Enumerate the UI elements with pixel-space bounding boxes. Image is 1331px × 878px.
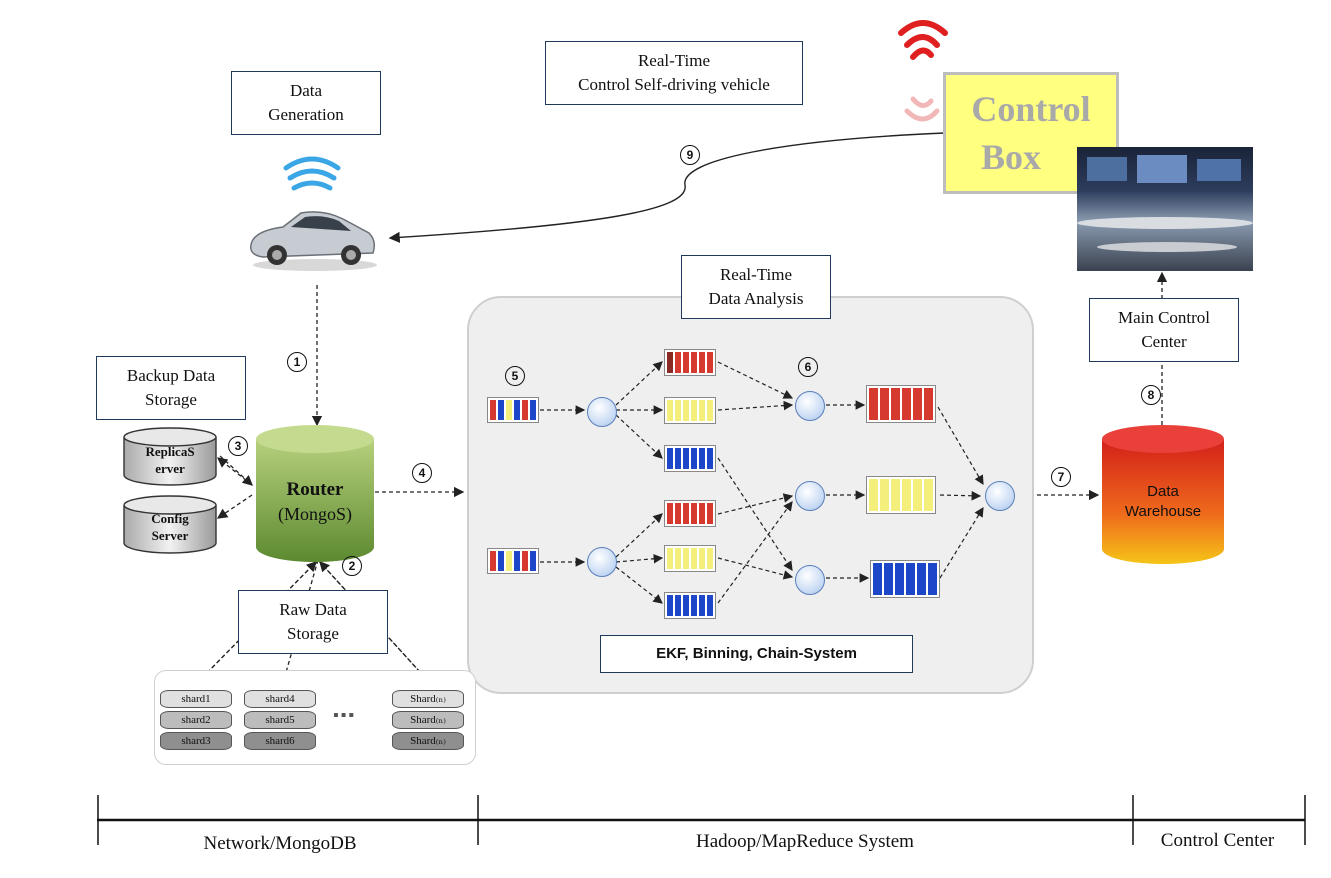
shard-disk: Shard₍ₙ₎	[392, 690, 464, 708]
shard-disk: shard1	[160, 690, 232, 708]
shard-disk: Shard₍ₙ₎	[392, 711, 464, 729]
step-2: 2	[342, 556, 362, 576]
shard-disk: shard6	[244, 732, 316, 750]
step-6: 6	[798, 357, 818, 377]
config-server-cylinder	[123, 495, 217, 554]
data-warehouse-cylinder	[1102, 425, 1224, 564]
step-1: 1	[287, 352, 307, 372]
ekf-box: EKF, Binning, Chain-System	[600, 635, 913, 673]
node-mid-2	[795, 481, 825, 511]
shard-disk: shard2	[160, 711, 232, 729]
control-room-image	[1077, 147, 1253, 271]
backup-storage-box: Backup Data Storage	[96, 356, 246, 420]
shard-disk: shard3	[160, 732, 232, 750]
shard-ellipsis: ▪▪▪	[333, 707, 357, 724]
analysis-panel	[467, 296, 1034, 694]
router-cylinder	[256, 425, 374, 562]
arrow-control-car	[388, 132, 946, 243]
queue-blue-2	[664, 592, 716, 619]
step-5: 5	[505, 366, 525, 386]
input-queue-2	[487, 548, 539, 574]
output-queue-red	[866, 385, 936, 423]
output-queue-blue	[870, 560, 940, 598]
node-input-2	[587, 547, 617, 577]
realtime-analysis-box: Real-Time Data Analysis	[681, 255, 831, 319]
config-server-label: Config Server	[151, 511, 189, 543]
data-warehouse-label: Data Warehouse	[1124, 483, 1202, 520]
shard-disk: Shard₍ₙ₎	[392, 732, 464, 750]
section-control-center: Control Center	[1160, 830, 1275, 851]
replica-server-cylinder	[123, 427, 217, 486]
main-control-box: Main Control Center	[1089, 298, 1239, 362]
queue-red-1	[664, 349, 716, 376]
raw-storage-box: Raw Data Storage	[238, 590, 388, 654]
output-queue-yellow	[866, 476, 936, 514]
queue-yellow-2	[664, 545, 716, 572]
wifi-icon	[283, 156, 341, 191]
node-mid-3	[795, 565, 825, 595]
node-input-1	[587, 397, 617, 427]
arrow-shardn-router	[319, 561, 431, 684]
step-4: 4	[412, 463, 432, 483]
queue-red-2	[664, 500, 716, 527]
queue-yellow-1	[664, 397, 716, 424]
input-queue-1	[487, 397, 539, 423]
section-network: Network/MongoDB	[203, 833, 357, 854]
data-generation-box: Data Generation	[231, 71, 381, 135]
shard-disk: shard4	[244, 690, 316, 708]
node-mid-1	[795, 391, 825, 421]
arrow-replica-router	[219, 455, 253, 486]
step-7: 7	[1051, 467, 1071, 487]
self-driving-car-icon	[250, 211, 377, 271]
step-9: 9	[680, 145, 700, 165]
step-3: 3	[228, 436, 248, 456]
realtime-control-box: Real-Time Control Self-driving vehicle	[545, 41, 803, 105]
replica-server-label: ReplicaS erver	[145, 444, 195, 476]
step-8: 8	[1141, 385, 1161, 405]
node-final	[985, 481, 1015, 511]
section-hadoop: Hadoop/MapReduce System	[696, 831, 914, 852]
router-label: Router (MongoS)	[277, 479, 352, 524]
shard-disk: shard5	[244, 711, 316, 729]
signal-icon	[898, 20, 948, 122]
queue-blue-1	[664, 445, 716, 472]
